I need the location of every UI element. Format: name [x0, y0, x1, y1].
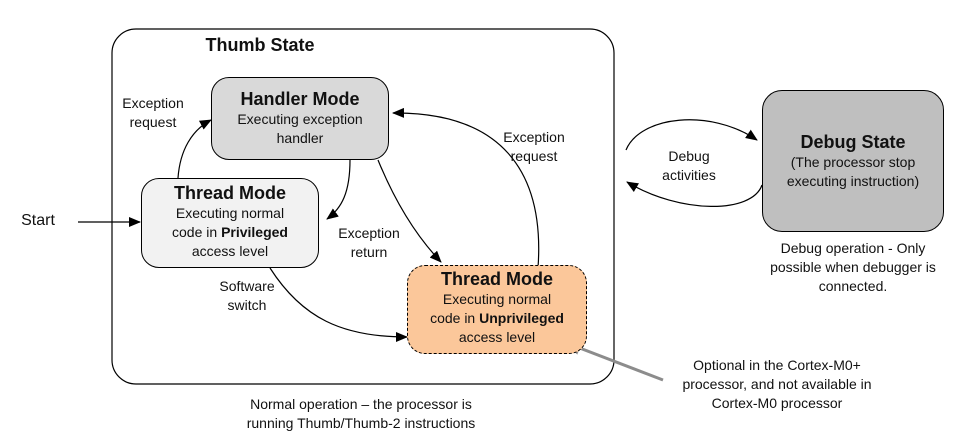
- thread-mode-privileged-line3: access level: [191, 243, 269, 259]
- thread-mode-unprivileged-line2: code in Unprivileged: [408, 309, 586, 328]
- debug-state-line2: executing instruction): [786, 173, 920, 189]
- thread-mode-privileged-title: Thread Mode: [173, 183, 286, 203]
- thread-mode-unprivileged-line2-prefix: code in: [430, 310, 480, 326]
- exception-request-right-line2: request: [510, 148, 558, 164]
- exception-request-right-arrow: [392, 107, 540, 269]
- thumb-state-caption: Normal operation – the processor is runn…: [196, 395, 526, 433]
- thumb-state-container: [111, 28, 615, 385]
- debug-caption-line1: Debug operation - Only: [780, 240, 926, 256]
- exception-return-unpriv-arrow: [377, 159, 442, 263]
- exception-return-priv-arrow: [326, 159, 351, 220]
- handler-mode-title: Handler Mode: [240, 89, 360, 109]
- thumb-caption-line2: running Thumb/Thumb-2 instructions: [246, 415, 476, 431]
- debug-caption-line2: possible when debugger is: [770, 259, 936, 275]
- debug-activities-line1: Debug: [668, 148, 710, 164]
- debug-state-title: Debug State: [800, 132, 906, 152]
- exception-return-label: Exception return: [326, 224, 412, 262]
- software-switch-label: Software switch: [204, 277, 290, 315]
- thread-mode-privileged-line2-prefix: code in: [172, 224, 222, 240]
- exception-request-left-line2: request: [129, 114, 177, 130]
- thread-mode-unprivileged-line1: Executing normal: [442, 291, 552, 307]
- exception-return-line2: return: [350, 244, 388, 260]
- start-label: Start: [21, 212, 55, 229]
- debug-exit-arrow: [626, 181, 763, 207]
- exception-request-left-arrow: [177, 119, 212, 179]
- handler-mode-line2: handler: [276, 130, 324, 146]
- debug-state-caption: Debug operation - Only possible when deb…: [743, 239, 963, 296]
- thread-mode-unprivileged-box: Thread Mode Executing normal code in Unp…: [407, 265, 587, 354]
- thread-mode-privileged-line1: Executing normal: [175, 205, 285, 221]
- thread-mode-privileged-box: Thread Mode Executing normal code in Pri…: [141, 178, 319, 268]
- exception-return-line1: Exception: [338, 225, 400, 241]
- software-switch-line1: Software: [219, 278, 275, 294]
- debug-state-line1: (The processor stop: [790, 154, 916, 170]
- privileged-keyword: Privileged: [221, 224, 288, 240]
- unprivileged-keyword: Unprivileged: [479, 310, 564, 326]
- note-line1: Optional in the Cortex-M0+: [693, 357, 861, 373]
- exception-request-left-label: Exception request: [110, 94, 196, 132]
- debug-caption-line3: connected.: [818, 278, 888, 294]
- exception-request-right-label: Exception request: [491, 128, 577, 166]
- thumb-state-title: Thumb State: [205, 35, 315, 55]
- handler-mode-box: Handler Mode Executing exception handler: [211, 77, 389, 160]
- thumb-caption-line1: Normal operation – the processor is: [250, 396, 472, 412]
- thread-mode-unprivileged-line3: access level: [458, 329, 536, 345]
- debug-activities-label: Debug activities: [646, 147, 732, 185]
- handler-mode-line1: Executing exception: [237, 111, 363, 127]
- thread-mode-privileged-line2: code in Privileged: [142, 223, 318, 242]
- debug-enter-arrow: [625, 119, 758, 151]
- exception-request-left-line1: Exception: [122, 95, 184, 111]
- debug-activities-line2: activities: [662, 167, 716, 183]
- note-line3: Cortex-M0 processor: [711, 395, 843, 411]
- software-switch-line2: switch: [227, 297, 267, 313]
- note-line2: processor, and not available in: [682, 376, 872, 392]
- thread-mode-unprivileged-title: Thread Mode: [440, 269, 553, 289]
- software-switch-arrow: [269, 267, 408, 342]
- exception-request-right-line1: Exception: [503, 129, 565, 145]
- debug-state-box: Debug State (The processor stop executin…: [762, 90, 944, 232]
- optional-note: Optional in the Cortex-M0+ processor, an…: [661, 356, 893, 413]
